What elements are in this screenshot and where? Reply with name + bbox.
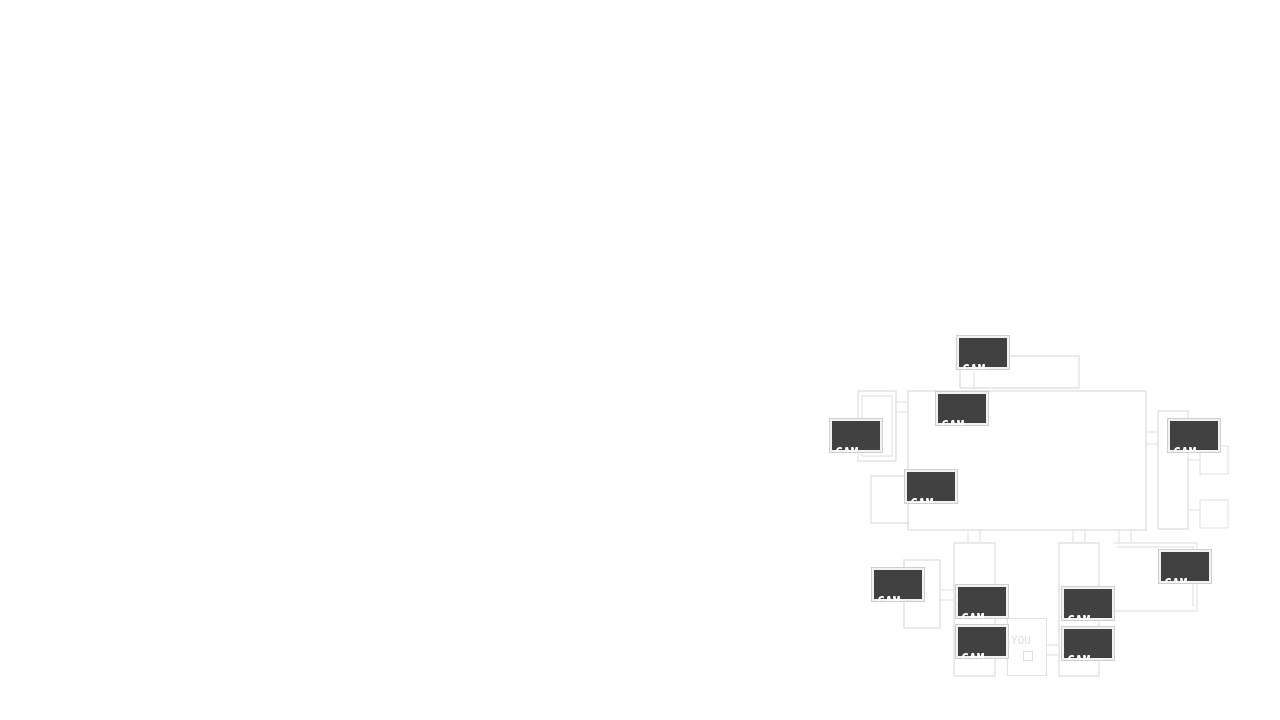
cam-1b-line2: 1B bbox=[941, 455, 957, 470]
cam-5-line1: CAM bbox=[835, 446, 859, 461]
cam-3-button[interactable]: CAM 3 bbox=[871, 567, 925, 645]
cam-1a-button[interactable]: CAM 1A bbox=[956, 335, 1010, 413]
cam-6-line2: 6 bbox=[1164, 613, 1172, 628]
office-room bbox=[1007, 618, 1047, 676]
cam-2a-line1: CAM bbox=[961, 612, 985, 627]
cam-6-button[interactable]: CAM 6 bbox=[1158, 549, 1212, 627]
cam-2b-button[interactable]: CAM 2B bbox=[955, 624, 1009, 702]
cam-3-line2: 3 bbox=[877, 631, 885, 646]
you-label: YOU bbox=[1011, 634, 1031, 647]
cam-7-line1: CAM bbox=[1173, 446, 1197, 461]
cam-5-button[interactable]: CAM 5 bbox=[829, 418, 883, 496]
cam-7-line2: 7 bbox=[1173, 482, 1181, 497]
cam-1c-line1: CAM bbox=[910, 497, 934, 512]
cam-4b-line1: CAM bbox=[1067, 654, 1091, 669]
cam-1c-button[interactable]: CAM 1C bbox=[904, 469, 958, 547]
cam-1b-line1: CAM bbox=[941, 419, 965, 434]
player-marker-icon bbox=[1023, 651, 1033, 661]
cam-4b-line2: 4B bbox=[1067, 690, 1083, 705]
cam-3-line1: CAM bbox=[877, 595, 901, 610]
cam-6-line1: CAM bbox=[1164, 577, 1188, 592]
cam-5-line2: 5 bbox=[835, 482, 843, 497]
cam-7-button[interactable]: CAM 7 bbox=[1167, 418, 1221, 496]
cam-1c-line2: 1C bbox=[910, 533, 926, 548]
cam-2b-line1: CAM bbox=[961, 652, 985, 667]
cam-2a-button[interactable]: CAM 2A bbox=[955, 584, 1009, 662]
cam-4a-button[interactable]: CAM 4A bbox=[1061, 586, 1115, 664]
cam-4b-button[interactable]: CAM 4B bbox=[1061, 626, 1115, 704]
cam-2b-line2: 2B bbox=[961, 688, 977, 703]
cam-1a-line1: CAM bbox=[962, 363, 986, 378]
cam-1b-button[interactable]: CAM 1B bbox=[935, 391, 989, 469]
cam-4a-line1: CAM bbox=[1067, 614, 1091, 629]
